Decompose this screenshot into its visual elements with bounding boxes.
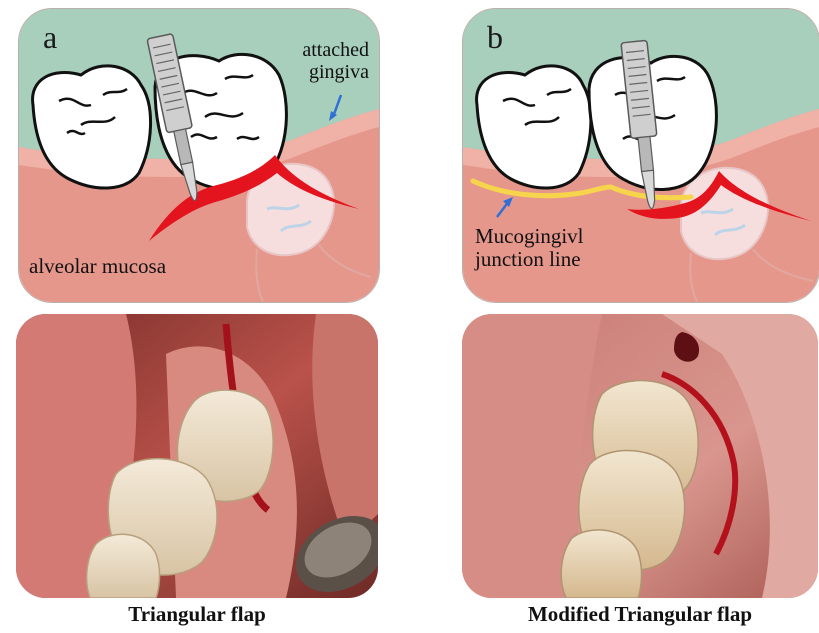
- label-junction-line: Mucogingivl junction line: [475, 225, 584, 271]
- caption-modified-triangular-flap: Modified Triangular flap: [462, 602, 818, 627]
- photo-triangular-flap: [16, 314, 378, 598]
- diagram-modified-triangular-flap: b Mucogingivl junction line: [462, 8, 819, 303]
- label-alveolar-mucosa: alveolar mucosa: [29, 255, 166, 278]
- caption-triangular-flap: Triangular flap: [16, 602, 378, 627]
- panel-letter-a: a: [43, 21, 57, 53]
- clinical-photo-illustration: [16, 314, 378, 598]
- diagram-triangular-flap: a attached gingiva alveolar mucosa: [18, 8, 380, 303]
- photo-modified-triangular-flap: [462, 314, 818, 598]
- label-attached-gingiva: attached gingiva: [302, 39, 369, 83]
- panel-letter-b: b: [487, 21, 503, 53]
- clinical-photo-illustration: [462, 314, 818, 598]
